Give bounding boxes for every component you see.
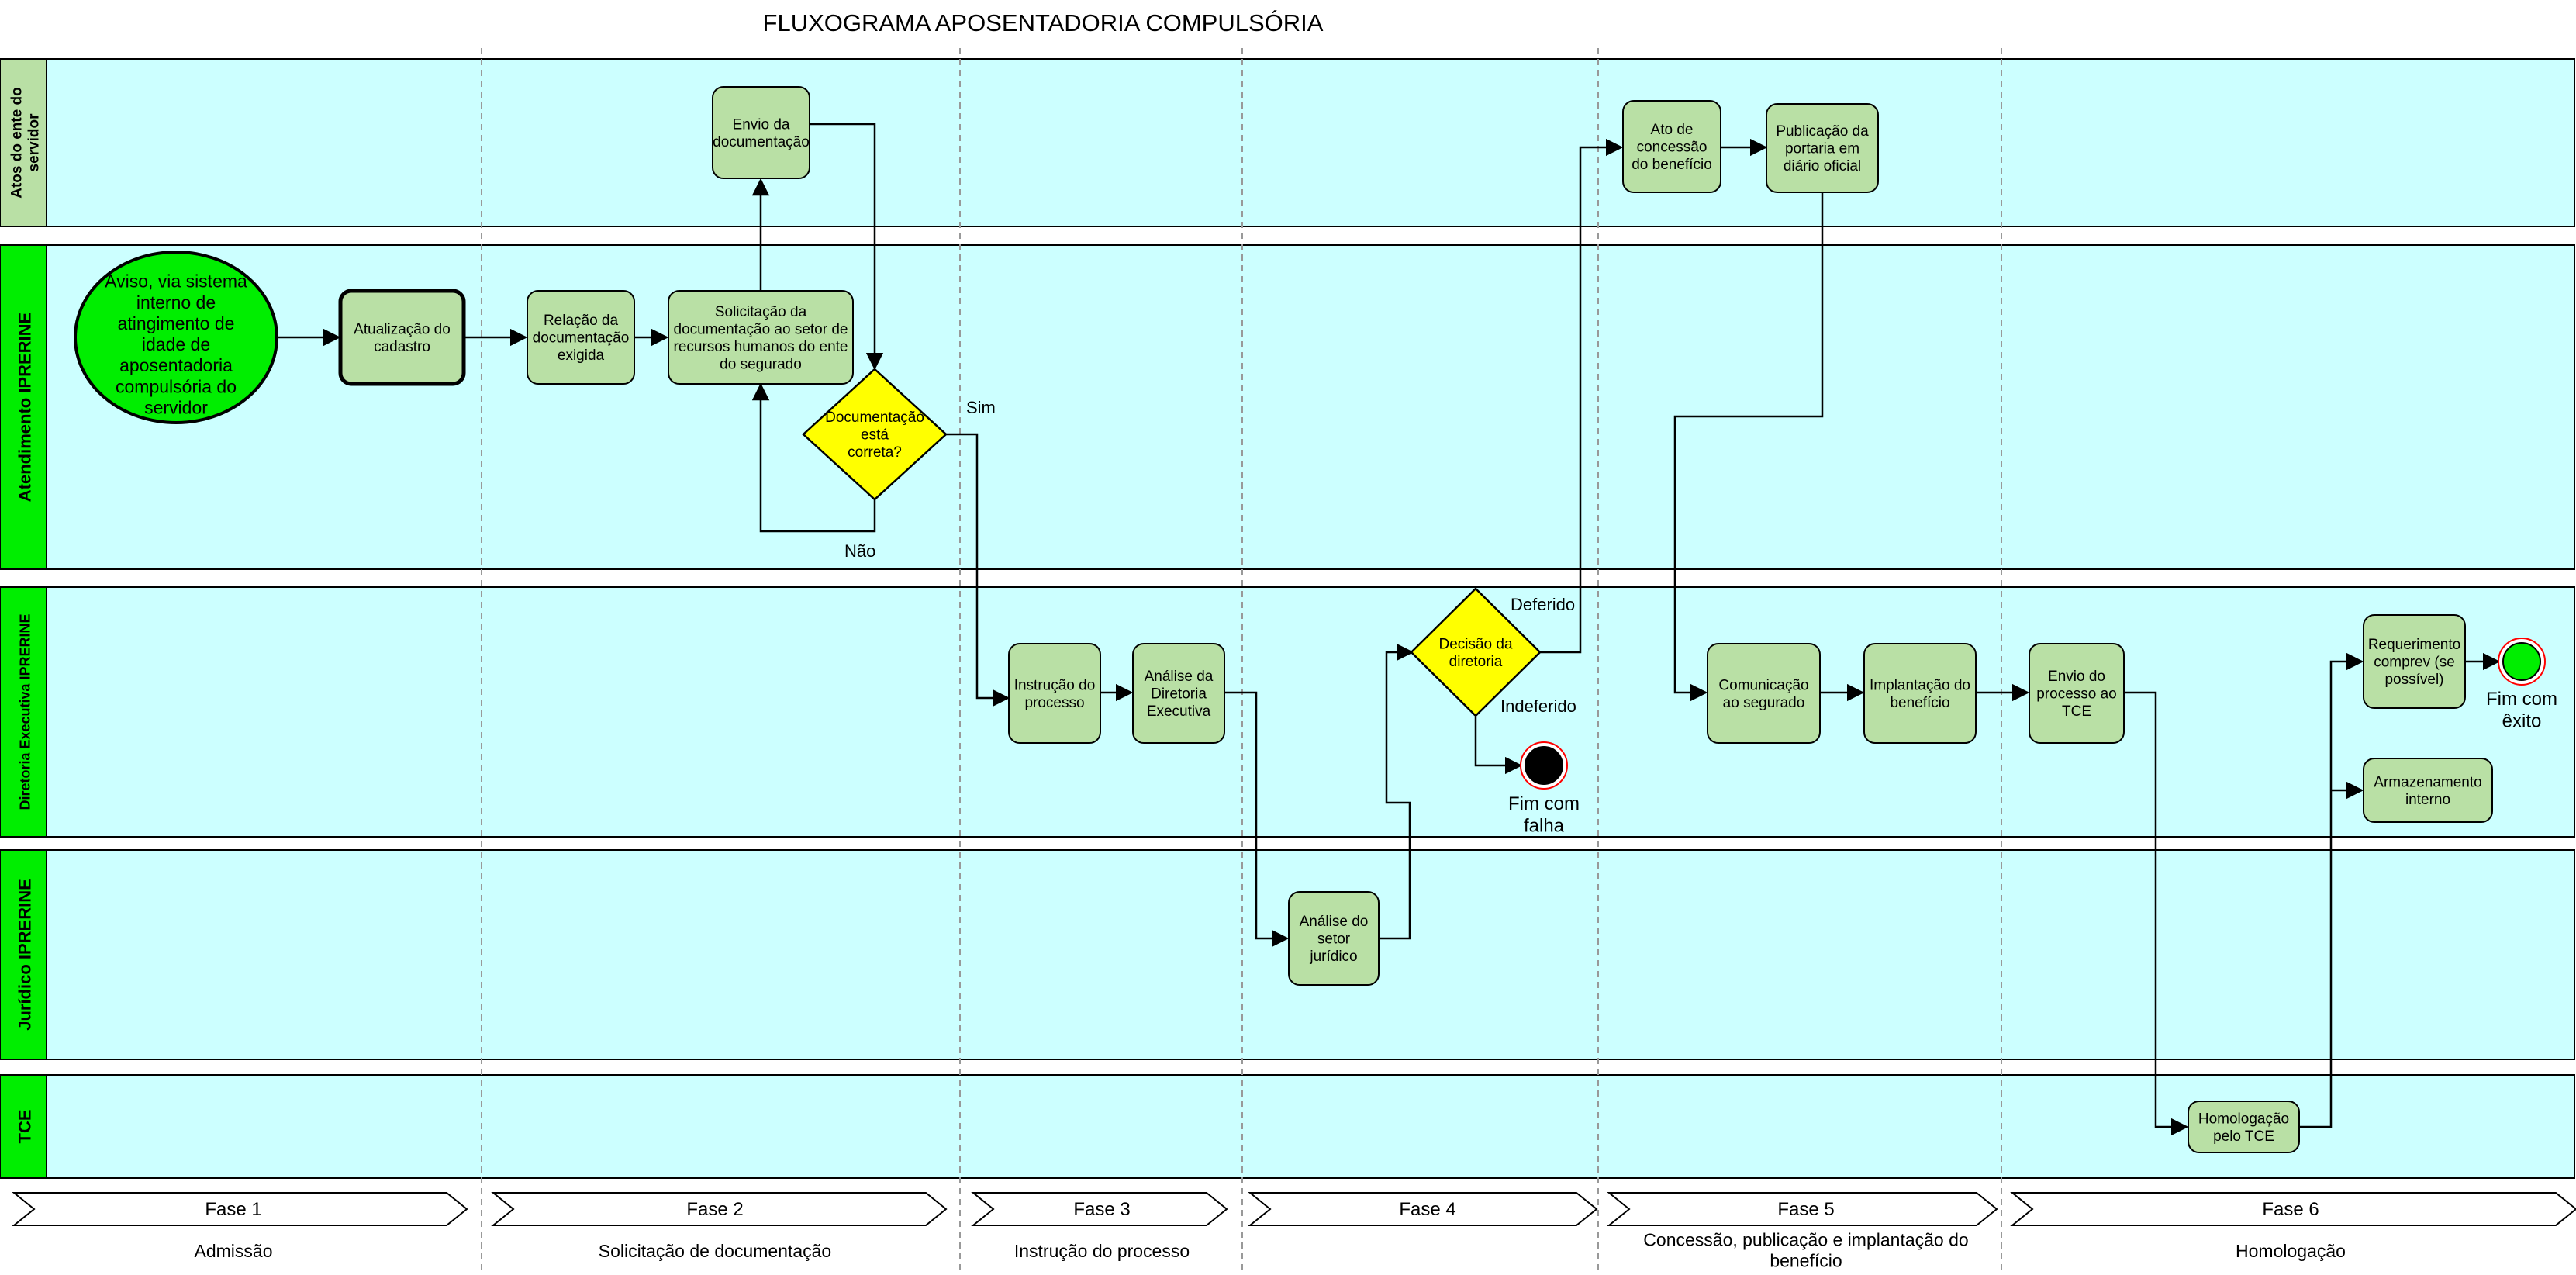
phase-chevron	[2010, 1192, 2576, 1226]
edge-decisao-sim-to-instrucao	[946, 433, 1010, 707]
lane-header-juridico	[0, 849, 47, 1060]
phase-description: Admissão	[195, 1241, 273, 1261]
lane-label-juridico: Jurídico IPRERINE	[16, 879, 35, 1031]
edge-label-sim: Sim	[966, 398, 996, 417]
edge-label-indeferido: Indeferido	[1500, 696, 1576, 716]
edge-publicacao-to-comunicacao	[1673, 192, 1824, 702]
phase-3: Fase 3 Instrução do processo	[971, 1192, 1228, 1261]
phase-description: Homologação	[2236, 1241, 2346, 1261]
edge-label-deferido: Deferido	[1511, 595, 1575, 614]
phase-label: Fase 5	[1777, 1199, 1834, 1220]
edge-decisao-to-falha	[1474, 717, 1523, 775]
lane-header-atos	[0, 58, 47, 227]
phase-label: Fase 4	[1399, 1199, 1455, 1220]
lane-tce: TCE	[0, 1074, 2575, 1179]
edge-analise-to-juridico	[1224, 691, 1290, 948]
lane-juridico: Jurídico IPRERINE	[0, 849, 2575, 1060]
edge-decisao-to-ato	[1540, 138, 1624, 654]
page-title: FLUXOGRAMA APOSENTADORIA COMPULSÓRIA	[763, 9, 1324, 36]
phase-description: Instrução do processo	[1014, 1241, 1190, 1261]
phase-5: Fase 5 Concessão, publicação e implantaçã…	[1607, 1192, 1998, 1271]
lane-atendimento: Atendimento IPRERINE	[0, 244, 2575, 570]
edge-homologacao-to-requerimento	[2299, 652, 2364, 1128]
phase-4: Fase 4	[1248, 1192, 1598, 1226]
phase-chevron	[491, 1192, 948, 1226]
phase-6: Fase 6 Homologação	[2010, 1192, 2576, 1261]
lane-label-diretoria: Diretoria Executiva IPRERINE	[17, 613, 33, 810]
phase-chevron	[12, 1192, 468, 1226]
lane-header-tce	[0, 1074, 47, 1179]
lane-label-atendimento: Atendimento IPRERINE	[16, 313, 35, 502]
lane-header-atendimento	[0, 244, 47, 570]
phase-label: Fase 6	[2262, 1199, 2319, 1220]
phase-2: Fase 2 Solicitação de documentação	[491, 1192, 948, 1261]
edge-decisao-nao-to-solicitacao	[751, 382, 876, 533]
edge-envio-to-decisao	[810, 123, 884, 371]
phase-description: Solicitação de documentação	[599, 1241, 831, 1261]
lane-label-tce: TCE	[16, 1110, 35, 1144]
phase-1: Fase 1 Admissão	[12, 1192, 468, 1261]
lane-label-atos: Atos do ente doservidor	[9, 87, 43, 199]
phase-label: Fase 1	[205, 1199, 261, 1220]
phase-chevron	[1248, 1192, 1598, 1226]
phase-label: Fase 2	[686, 1199, 743, 1220]
phase-chevron	[1607, 1192, 1998, 1226]
edge-envio-to-homologacao	[2124, 691, 2189, 1136]
edge-juridico-to-decisao	[1379, 643, 1414, 940]
lane-header-diretoria	[0, 586, 47, 838]
phase-label: Fase 3	[1073, 1199, 1130, 1220]
lane-diretoria: Diretoria Executiva IPRERINE	[0, 586, 2575, 838]
phase-chevron	[971, 1192, 1228, 1226]
edge-label-nao: Não	[844, 541, 875, 561]
lane-atos: Atos do ente doservidor	[0, 58, 2575, 227]
